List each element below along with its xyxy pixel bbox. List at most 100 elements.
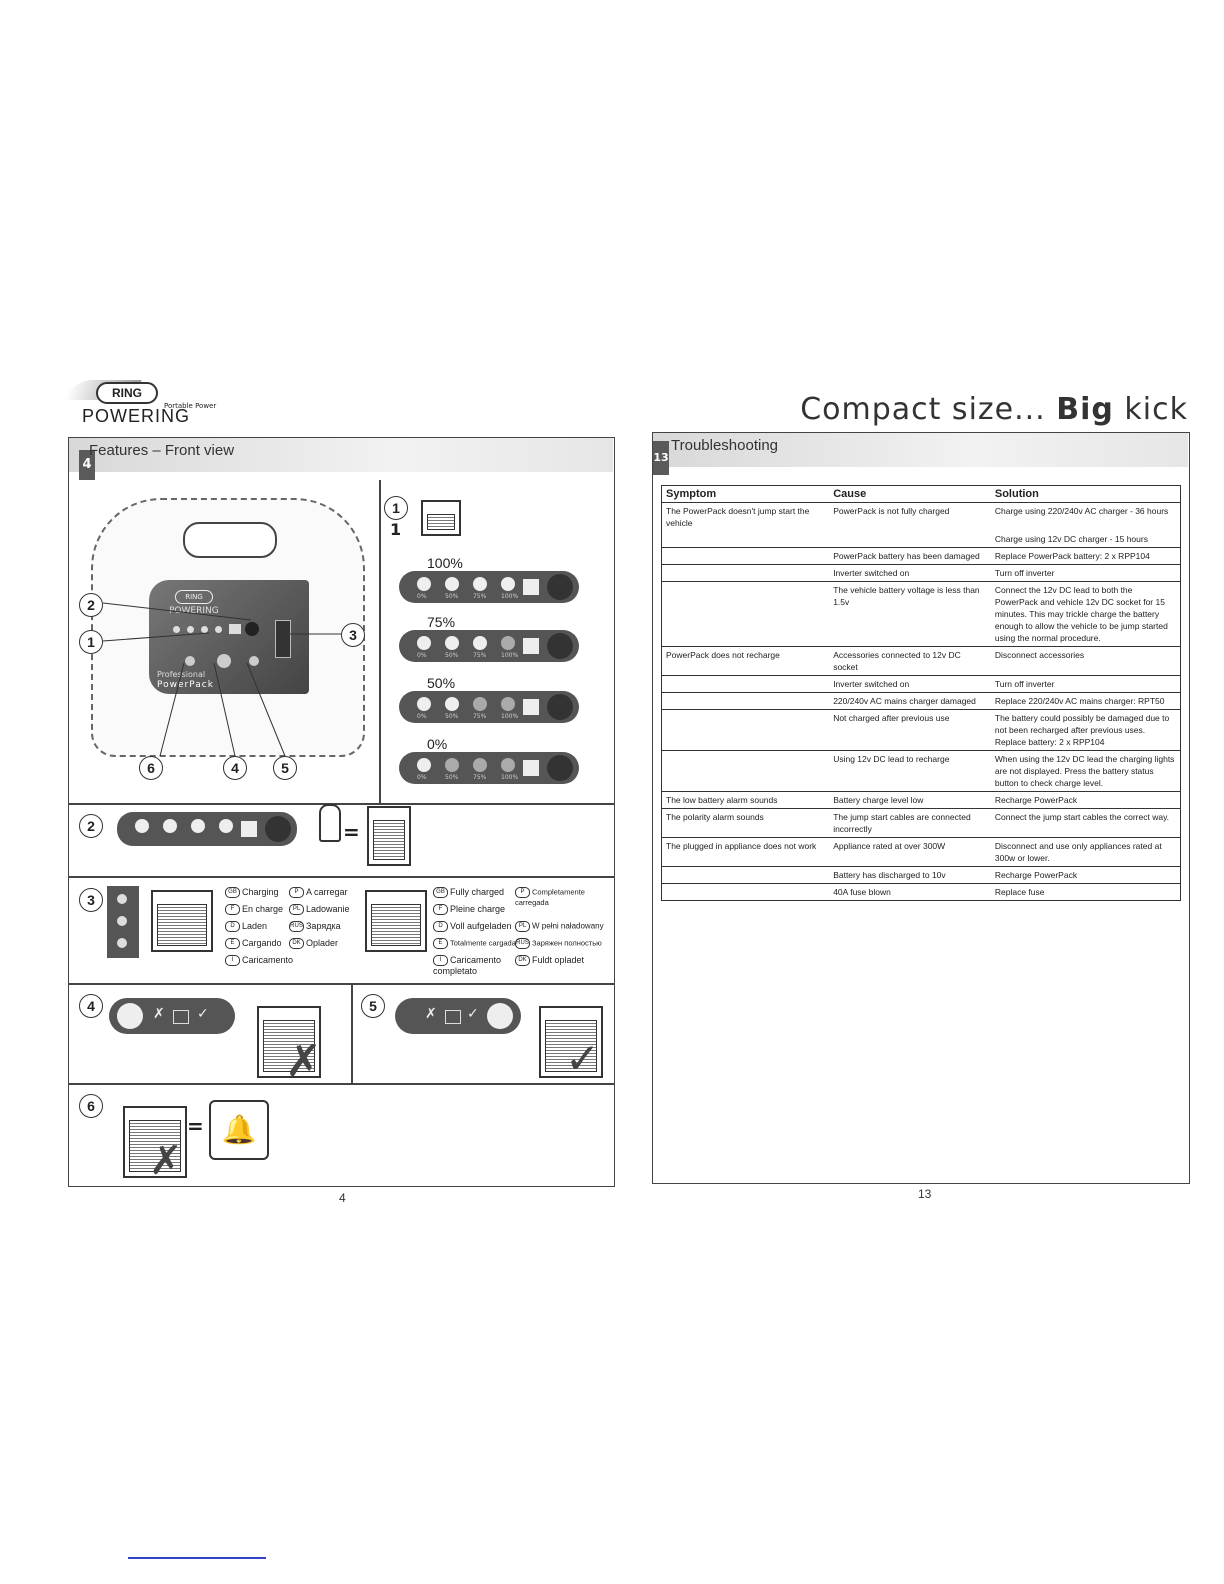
- level-0-label: 0%: [427, 736, 448, 752]
- logo-ring-badge: RING: [96, 382, 158, 404]
- level-75-label: 75%: [427, 614, 456, 630]
- table-cell-solution: Connect the 12v DC lead to both the Powe…: [990, 581, 1181, 647]
- pill-level-label: 50%: [445, 652, 459, 659]
- led-75: [191, 819, 205, 833]
- polarity-indicator-correct: ✗ ✓: [395, 998, 521, 1034]
- battery-icon: [173, 1010, 189, 1024]
- callout-3: 3: [341, 623, 365, 647]
- finger-press-icon: [319, 804, 341, 842]
- step2-badge: 2: [79, 814, 103, 838]
- battery-fill: [129, 1120, 181, 1172]
- right-section-title: Troubleshooting: [671, 437, 779, 454]
- charging-battery-icon: [151, 890, 213, 952]
- table-row: Charge using 12v DC charger - 15 hours: [662, 531, 1181, 548]
- led-75: [473, 758, 487, 772]
- table-cell-symptom: [661, 709, 830, 751]
- strip-led: [117, 916, 127, 926]
- table-cell-solution: The battery could possibly be damaged du…: [990, 709, 1181, 751]
- table-cell-cause: Not charged after previous use: [829, 709, 991, 751]
- logo-brand: POWERING: [82, 406, 191, 426]
- section-tab-4: 4: [79, 450, 95, 480]
- table-cell-cause: Appliance rated at over 300W: [829, 837, 991, 867]
- level-75-indicator: 0%50%75%100%: [399, 630, 579, 662]
- table-cell-solution: Recharge PowerPack: [990, 866, 1181, 884]
- table-cell-cause: Using 12v DC lead to recharge: [829, 750, 991, 792]
- step2-indicator: [117, 812, 297, 846]
- battery-icon: [523, 760, 539, 776]
- table-cell-cause: [829, 531, 991, 548]
- cross-icon: ✗: [153, 1006, 165, 1022]
- pill-level-label: 100%: [501, 774, 519, 781]
- battery-icon: [241, 821, 257, 837]
- table-cell-cause: The jump start cables are connected inco…: [829, 808, 991, 838]
- table-cell-solution: When using the 12v DC lead the charging …: [990, 750, 1181, 792]
- table-cell-symptom: The low battery alarm sounds: [661, 791, 830, 809]
- left-features-panel: 4 Features – Front view RING POWERING Pr…: [68, 437, 615, 1187]
- table-cell-solution: Disconnect accessories: [990, 646, 1181, 676]
- device-illustration: RING POWERING Professional PowerPack: [91, 498, 365, 757]
- left-page-number: 4: [339, 1191, 346, 1205]
- right-header-band: [653, 433, 1188, 467]
- table-cell-symptom: The polarity alarm sounds: [661, 808, 830, 838]
- cross-mark-icon: ✗: [285, 1036, 322, 1087]
- device-indicator-strip: [275, 620, 291, 658]
- table-cell-symptom: [661, 547, 830, 565]
- step1-digit: 1: [390, 520, 402, 539]
- table-cell-symptom: [661, 883, 830, 901]
- level-50-label: 50%: [427, 675, 456, 691]
- callout-1: 1: [79, 630, 103, 654]
- step6-equals: =: [187, 1114, 204, 1138]
- status-button: [547, 694, 573, 720]
- battery-wrong-connection-icon: [257, 1006, 321, 1078]
- table-cell-symptom: [662, 531, 830, 548]
- pill-level-label: 50%: [445, 774, 459, 781]
- strip-led: [117, 938, 127, 948]
- led-0: [417, 636, 431, 650]
- left-header-band: [69, 438, 613, 472]
- table-cell-symptom: The PowerPack doesn't jump start the veh…: [661, 502, 830, 531]
- check-mark-icon: ✓: [565, 1034, 601, 1083]
- led-100: [219, 819, 233, 833]
- device-led-row: [173, 622, 259, 636]
- device-faceplate: RING POWERING Professional PowerPack: [149, 580, 309, 694]
- pill-level-label: 50%: [445, 593, 459, 600]
- pill-level-label: 75%: [473, 652, 487, 659]
- led-100: [501, 636, 515, 650]
- right-page-number: 13: [918, 1187, 932, 1201]
- troubleshooting-table-body: The PowerPack doesn't jump start the veh…: [661, 502, 1181, 901]
- pill-level-label: 0%: [417, 593, 427, 600]
- col-header-solution: Solution: [990, 485, 1181, 503]
- led-75: [473, 697, 487, 711]
- status-button: [265, 816, 291, 842]
- pill-level-label: 100%: [501, 593, 519, 600]
- step1-badge: 1: [384, 496, 408, 520]
- led-50: [445, 697, 459, 711]
- table-cell-cause: PowerPack battery has been damaged: [829, 547, 991, 565]
- level-0-indicator: 0%50%75%100%: [399, 752, 579, 784]
- pill-level-label: 0%: [417, 774, 427, 781]
- led-0: [417, 697, 431, 711]
- table-cell-cause: Accessories connected to 12v DC socket: [829, 646, 991, 676]
- led-0: [135, 819, 149, 833]
- charged-battery-icon: [365, 890, 427, 952]
- battery-icon: [367, 806, 411, 866]
- table-cell-solution: Charge using 12v DC charger - 15 hours: [994, 534, 1148, 544]
- table-cell-symptom: PowerPack does not recharge: [661, 646, 830, 676]
- device-led: [215, 626, 222, 633]
- correct-polarity-led: [487, 1003, 513, 1029]
